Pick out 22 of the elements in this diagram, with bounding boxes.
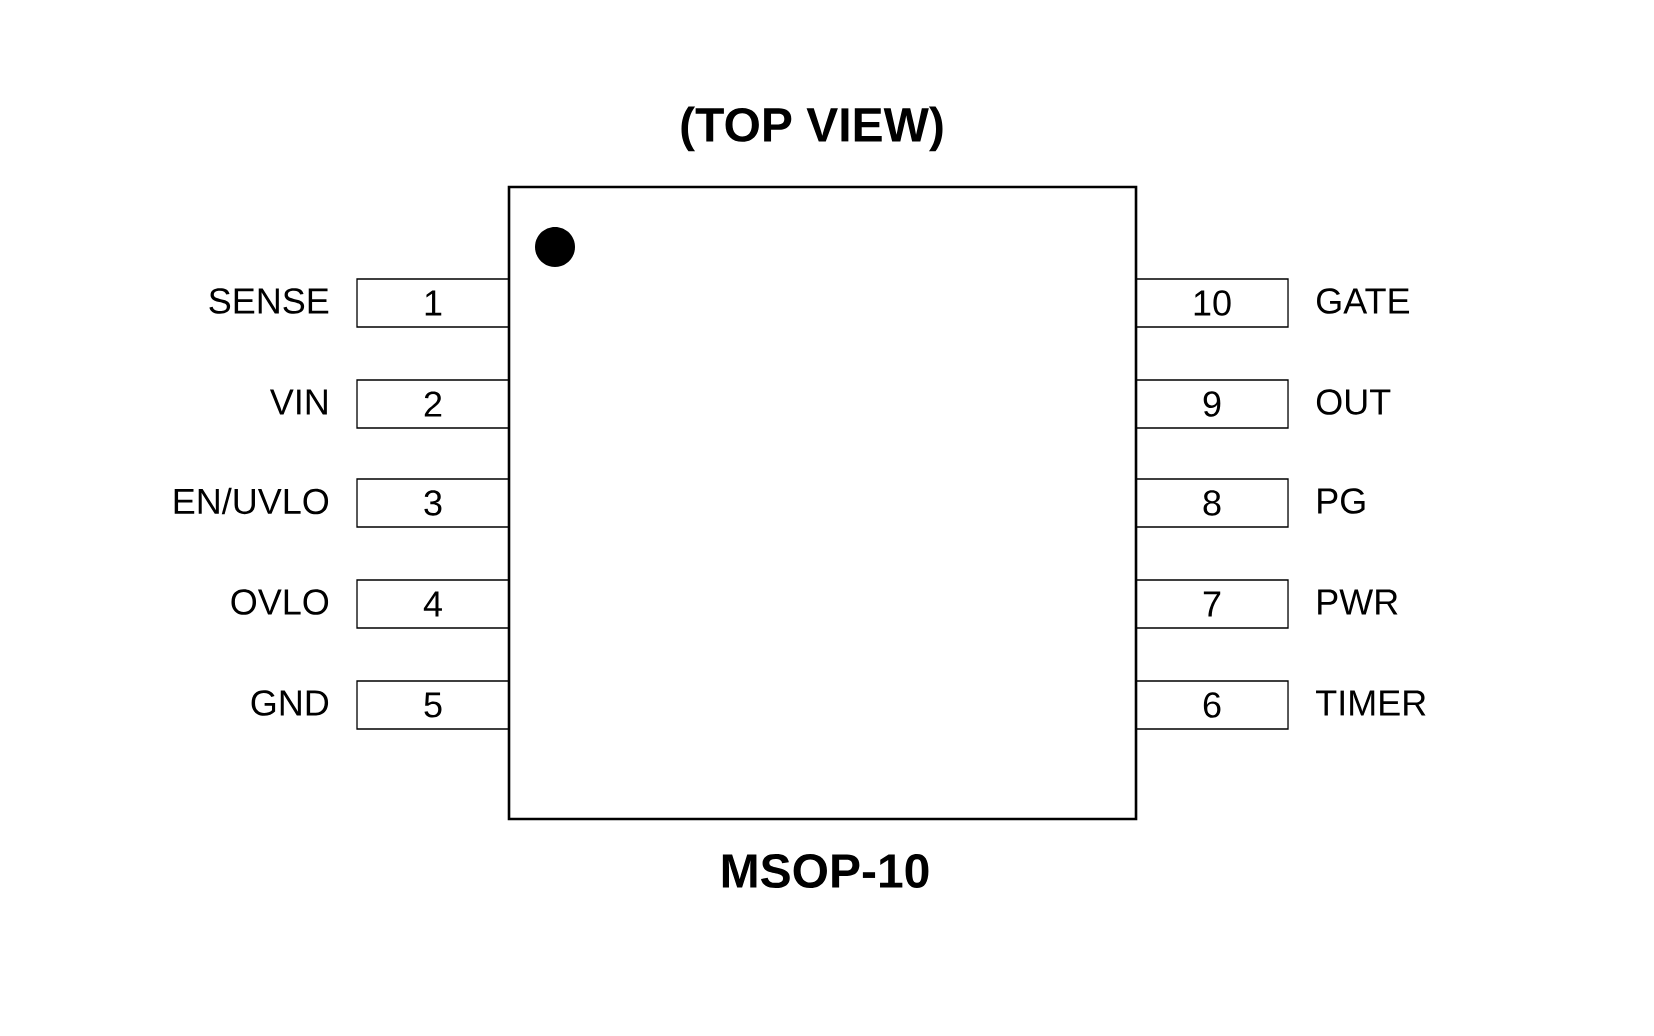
- pin-box: 2: [356, 379, 510, 429]
- pin-box: 7: [1135, 579, 1289, 629]
- pin-name: SENSE: [209, 288, 329, 314]
- title: (TOP VIEW): [681, 106, 943, 152]
- pin-name: OUT: [1316, 389, 1391, 415]
- pin-name: GATE: [1317, 288, 1410, 314]
- pin-name: EN/UVLO: [174, 487, 329, 515]
- pin-box: 6: [1135, 680, 1289, 730]
- pin-name: VIN: [269, 389, 327, 415]
- pin-box: 5: [356, 680, 510, 730]
- pin-box: 9: [1135, 379, 1289, 429]
- pin-name: PWR: [1318, 589, 1398, 615]
- pin-box: 1: [356, 278, 510, 328]
- pin-name: PG: [1318, 488, 1365, 514]
- pin-box: 3: [356, 478, 510, 528]
- caption: MSOP-10: [722, 854, 929, 888]
- pin-name: GND: [251, 690, 329, 716]
- pin-name: TIMER: [1316, 690, 1426, 716]
- pin-box: 4: [356, 579, 510, 629]
- pin-box: 10: [1135, 278, 1289, 328]
- pin-box: 8: [1135, 478, 1289, 528]
- pin-name: OVLO: [231, 589, 329, 615]
